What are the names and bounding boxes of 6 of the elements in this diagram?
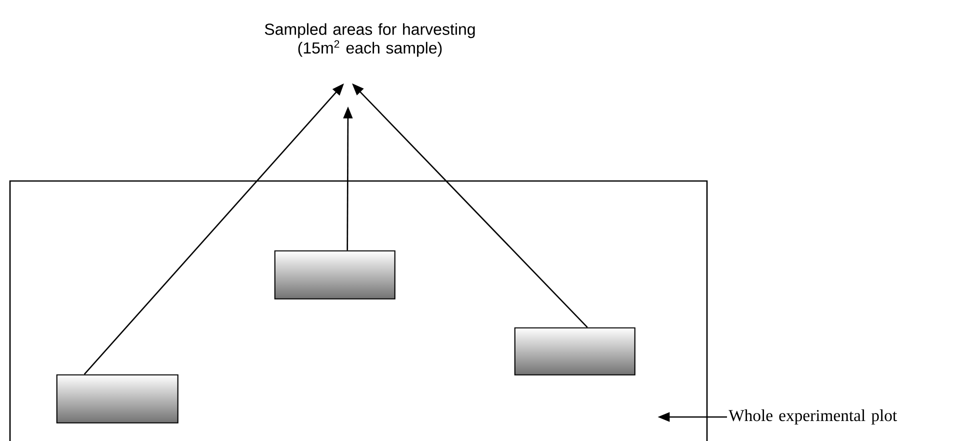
text-label: Sampled areas for harvesting (15m$^{2}$ each sample)	[264, 23, 475, 57]
sample-area	[514, 327, 636, 376]
plot-outline	[9, 180, 708, 441]
sample-area	[56, 374, 178, 424]
text-label: Whole experimental plot	[728, 409, 897, 425]
sample-area	[274, 250, 396, 300]
